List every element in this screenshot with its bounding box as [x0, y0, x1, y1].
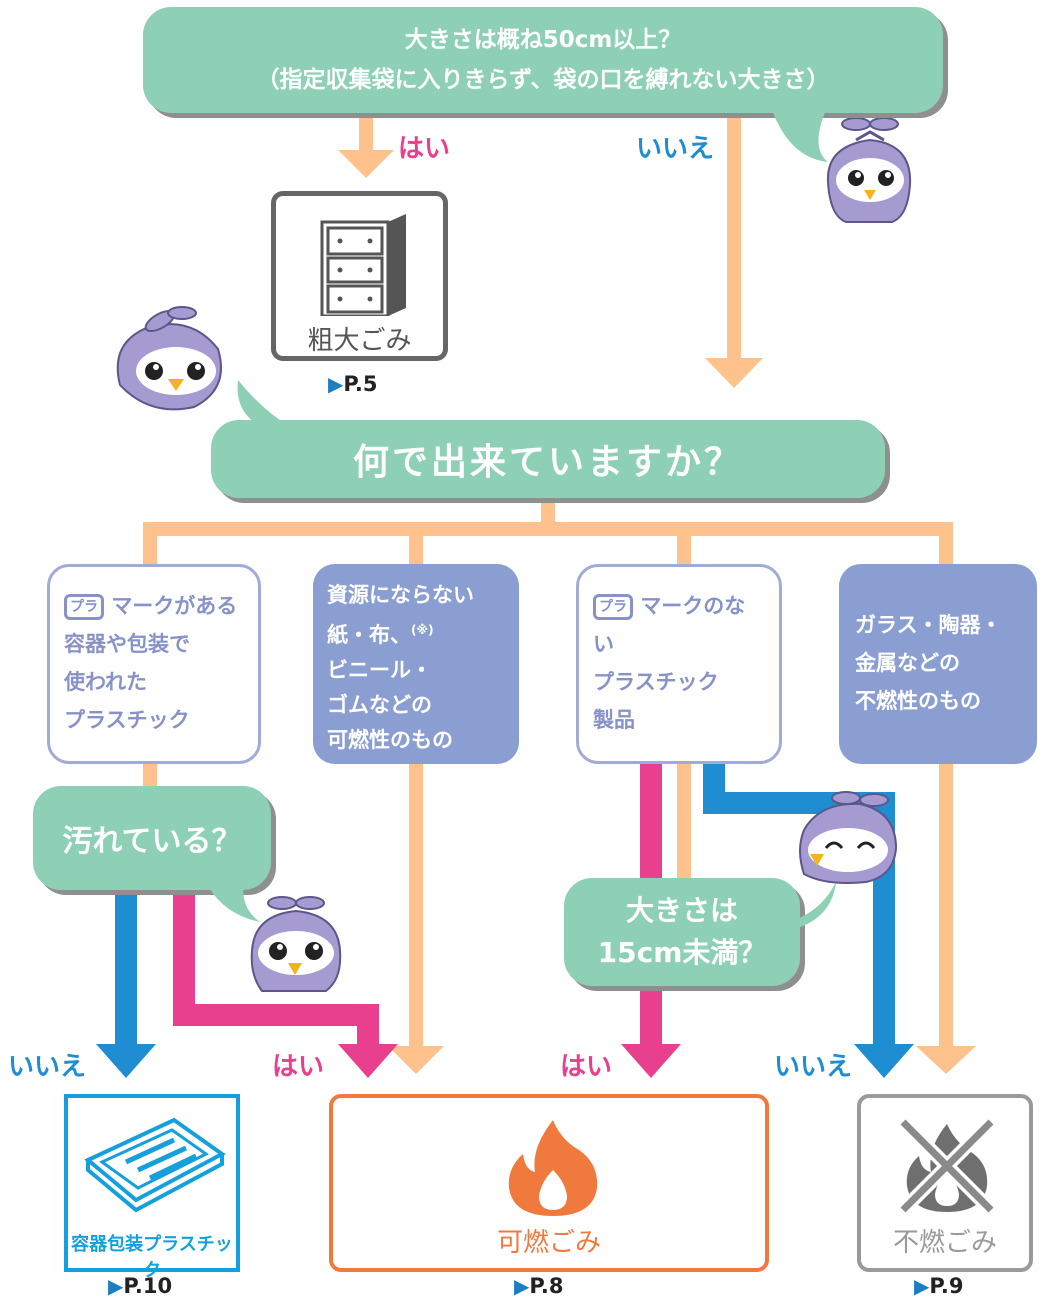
crossed-fire-icon	[898, 1117, 996, 1215]
branch-lines	[143, 498, 953, 570]
oversize-question-line1: 大きさは概ね50cm以上？	[404, 27, 682, 53]
category-box-burnable-materials: 資源にならない 紙・布、(※) ビニール・ ゴムなどの 可燃性のもの	[313, 564, 519, 764]
plastic-tray-icon	[84, 1117, 226, 1212]
bubble-tail	[206, 882, 260, 922]
category-text: マークのない	[593, 594, 746, 656]
bubble-tail	[237, 380, 292, 428]
answer-no-label: いいえ	[636, 134, 715, 164]
size-question-line2: 15cm未満？	[597, 936, 767, 969]
category-text: 容器や包装で	[64, 632, 190, 656]
category-text: 製品	[593, 708, 635, 732]
plastic-packaging-box: 容器包装プラスチック	[64, 1094, 240, 1281]
category-text: 使われた	[64, 670, 147, 694]
plastic-packaging-label: 容器包装プラスチック	[71, 1234, 233, 1281]
recycle-pla-mark-icon: プラ	[593, 594, 633, 620]
category-text: 不燃性のもの	[855, 689, 981, 713]
mascot-character-icon	[826, 118, 912, 223]
mascot-character-icon	[799, 791, 898, 884]
answer-yes-label: はい	[398, 134, 451, 164]
plastic-page-ref: ▶P.10	[108, 1274, 173, 1298]
dirty-question-bubble: 汚れている？	[33, 786, 271, 890]
category-box-unmarked-plastic: プラ マークのない プラスチック 製品	[576, 564, 782, 764]
material-question-bubble: 何で出来ていますか？	[211, 420, 885, 498]
chest-of-drawers-icon	[320, 214, 406, 316]
category-text: マークがある	[111, 594, 238, 618]
category-text: 資源にならない	[327, 583, 474, 607]
arrow-dirty-yes	[173, 895, 398, 1078]
mascot-character-icon	[250, 896, 342, 992]
category-text: ゴムなどの	[327, 693, 432, 717]
category-box-nonburnable-materials: ガラス・陶器・ 金属などの 不燃性のもの	[839, 564, 1037, 764]
arrow-cat2-burnable	[388, 762, 444, 1074]
footnote-mark: (※)	[411, 623, 434, 637]
category-box-marked-plastic: プラ マークがある 容器や包装で 使われた プラスチック	[47, 564, 261, 764]
fire-icon	[508, 1120, 598, 1216]
category-text: 金属などの	[855, 651, 960, 675]
burnable-waste-label: 可燃ごみ	[496, 1228, 601, 1258]
arrow-no-middle	[705, 116, 763, 388]
mascot-character-icon	[116, 306, 222, 411]
nonburnable-waste-box: 不燃ごみ	[857, 1094, 1033, 1272]
answer-no-label: いいえ	[774, 1052, 853, 1082]
answer-yes-label: はい	[560, 1052, 613, 1082]
material-question-text: 何で出来ていますか？	[352, 442, 743, 483]
oversize-label: 粗大ごみ	[307, 326, 412, 356]
burnable-page-ref: ▶P.8	[514, 1274, 564, 1298]
oversize-question-line2: （指定収集袋に入りきらず、袋の口を縛れない大きさ）	[256, 67, 830, 93]
category-text: ガラス・陶器・	[855, 613, 1002, 637]
answer-yes-label: はい	[272, 1052, 325, 1082]
bubble-tail	[772, 110, 828, 162]
category-text: プラスチック	[64, 708, 190, 732]
oversize-question-bubble: 大きさは概ね50cm以上？ （指定収集袋に入りきらず、袋の口を縛れない大きさ）	[143, 7, 943, 113]
arrow-cat4-nonburnable	[916, 762, 976, 1074]
oversize-box: 粗大ごみ	[271, 191, 448, 361]
category-text: 可燃性のもの	[327, 728, 453, 752]
burnable-waste-box: 可燃ごみ	[329, 1094, 769, 1272]
size-question-line1: 大きさは	[625, 894, 738, 927]
nonburnable-waste-label: 不燃ごみ	[892, 1228, 997, 1258]
category-text: ビニール・	[327, 658, 432, 682]
category-text: プラスチック	[593, 670, 719, 694]
arrow-yes-oversize	[338, 116, 394, 178]
oversize-page-ref: ▶P.5	[328, 372, 378, 396]
arrow-dirty-no	[96, 895, 156, 1078]
nonburnable-page-ref: ▶P.9	[914, 1274, 964, 1298]
category-text: 紙・布、	[327, 623, 411, 647]
dirty-question-text: 汚れている？	[62, 824, 242, 859]
answer-no-label: いいえ	[8, 1052, 87, 1082]
recycle-pla-mark-icon: プラ	[64, 594, 104, 620]
bubble-tail	[794, 882, 836, 928]
size-question-bubble: 大きさは 15cm未満？	[564, 878, 800, 986]
